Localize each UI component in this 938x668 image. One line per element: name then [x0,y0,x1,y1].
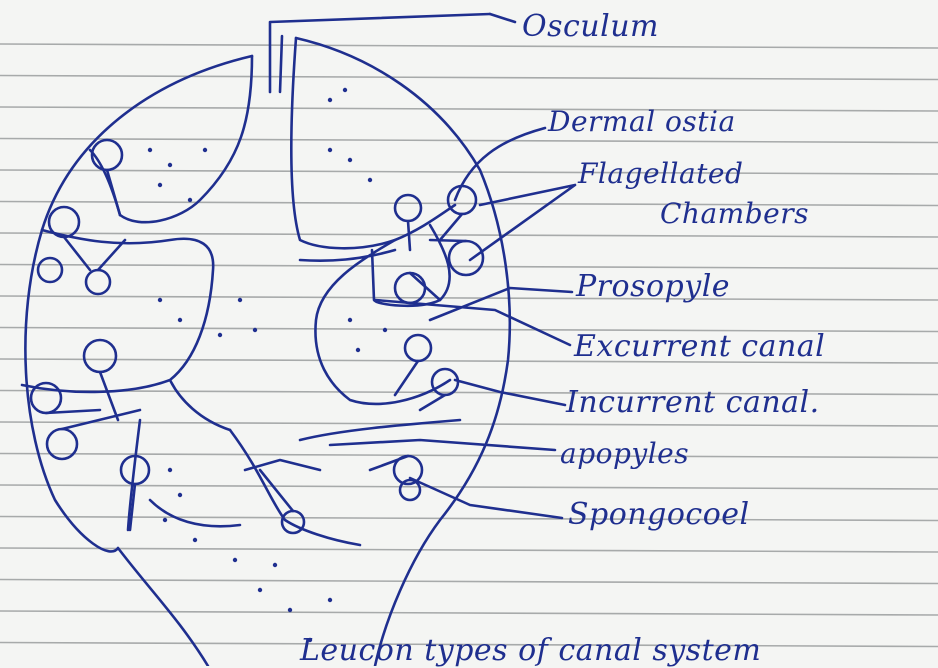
ruled-line [0,485,938,489]
ruled-line [0,548,938,552]
flagellated-label-line1: Flagellated [578,160,743,188]
ruled-line [0,517,938,521]
ruled-line [0,44,938,48]
flagellated-label-line2: Chambers [660,200,809,228]
ruled-line [0,76,938,80]
right-chamber-walls [300,240,450,404]
osculum-label: Osculum [522,12,659,42]
texture-dot [163,518,167,522]
ruled-line [0,265,938,269]
texture-dot [273,563,277,567]
texture-dot [328,598,332,602]
spongocoel-label: Spongocoel [568,500,750,530]
texture-dot [238,298,242,302]
ruled-line [0,233,938,237]
canals [46,170,466,530]
prosopyle-label: Prosopyle [576,272,730,302]
sponge-body-outline [25,38,509,666]
excurrent-canal-label: Excurrent canal [574,332,825,362]
texture-dot [258,588,262,592]
ruled-line [0,580,938,584]
texture-dot [178,318,182,322]
texture-dot [178,493,182,497]
texture-dot [253,328,257,332]
texture-dot [203,148,207,152]
texture-dot [348,318,352,322]
ruled-line [0,107,938,111]
texture-dot [288,608,292,612]
texture-dot [233,558,237,562]
texture-dot [158,183,162,187]
ruled-line [0,296,938,300]
texture-dot [356,348,360,352]
texture-dot [168,163,172,167]
texture-dot [188,198,192,202]
texture-dot [383,328,387,332]
texture-dot [348,158,352,162]
texture-dot [328,148,332,152]
texture-dot [218,333,222,337]
texture-dot [148,148,152,152]
dermal-ostia-label: Dermal ostia [548,108,736,136]
osculum-opening [270,14,490,92]
texture-dot [343,88,347,92]
texture-dot [168,468,172,472]
texture-dot [328,98,332,102]
ruled-line [0,139,938,143]
incurrent-canal-label: Incurrent canal. [566,388,820,418]
texture-dot [158,298,162,302]
ruled-line [0,611,938,615]
caption-label: Leucon types of canal system [300,636,761,666]
apopyles-label: apopyles [560,440,689,468]
texture-dot [193,538,197,542]
texture-dot [368,178,372,182]
spongocoel-wall [120,38,455,248]
left-chamber-walls [22,150,230,530]
